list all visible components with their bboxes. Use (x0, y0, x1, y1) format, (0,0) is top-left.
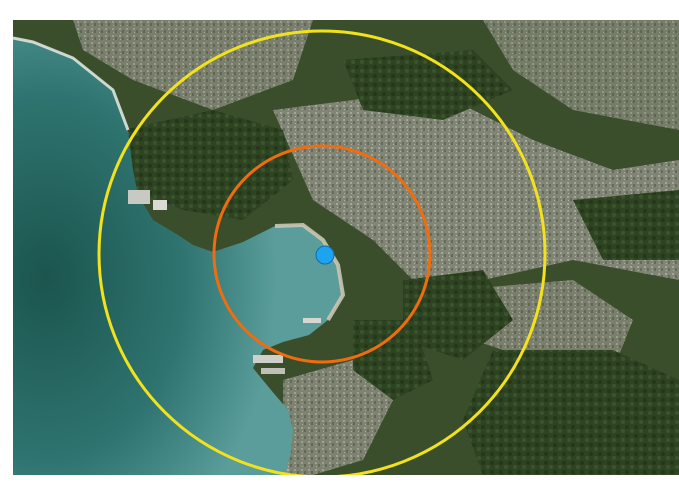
forest-areas (123, 50, 679, 475)
shoreline-surf (13, 36, 130, 131)
map-viewport[interactable] (13, 20, 679, 475)
sea-area (13, 38, 343, 475)
satellite-map[interactable] (13, 20, 679, 475)
location-dot-icon[interactable] (315, 245, 335, 265)
outer-radius-ring (97, 29, 547, 475)
radius-rings (97, 29, 547, 475)
inner-radius-ring (212, 144, 432, 364)
harbor-structures (128, 190, 321, 374)
